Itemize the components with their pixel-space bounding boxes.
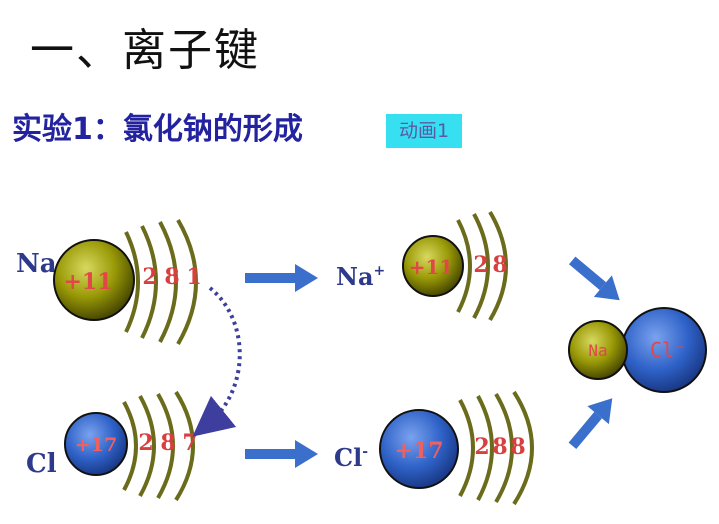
cl-atom-shell-4 [174, 390, 195, 502]
na-ion-shell-1 [456, 219, 472, 313]
animation-button[interactable]: 动画1 [386, 114, 462, 148]
na-atom-shell-2 [140, 225, 158, 339]
cl-ion-symbol: Cl- [334, 443, 368, 472]
na-ion-symbol: Na+ [336, 262, 385, 291]
arrow-to-na-ion [245, 264, 318, 292]
cl-atom-shell-1 [122, 401, 138, 491]
cl-atom-nucleus-charge: +17 [75, 434, 117, 456]
cl-ion-shell-4 [512, 390, 534, 506]
na-atom-shell-4 [176, 218, 198, 346]
product-cl-label: Cl⁻ [650, 338, 686, 362]
na-ion-shell-3 [488, 210, 508, 322]
product-na-ion [568, 320, 628, 380]
page-title: 一、离子键 [30, 25, 260, 76]
cl-atom-shell-3 [156, 393, 175, 499]
na-ion-shell-2 [472, 213, 490, 319]
experiment-title: 实验1：氯化钠的形成 [12, 112, 303, 147]
na-ion-electron-1: 2 [473, 252, 488, 278]
cl-ion-nucleus-charge: +17 [394, 438, 443, 464]
cl-atom-electron-3: 7 [182, 430, 197, 456]
na-ion-nucleus [402, 235, 464, 297]
cl-atom-symbol: Cl [26, 449, 57, 479]
cl-atom-nucleus [64, 412, 128, 476]
cl-ion-electron-2: 8 [492, 434, 507, 460]
arrow-na-to-product [568, 256, 620, 301]
electron-transfer-arrow [192, 286, 242, 437]
cl-ion-shell-3 [494, 392, 514, 504]
na-atom-symbol: Na [16, 249, 57, 279]
na-atom-electron-2: 8 [164, 264, 179, 290]
na-atom-electron-3: 1 [186, 264, 201, 290]
cl-ion-nucleus [379, 409, 459, 489]
product-na-label: Na [588, 341, 607, 360]
cl-ion-electron-1: 2 [474, 434, 489, 460]
arrow-cl-to-product [568, 398, 613, 450]
cl-atom-shell-2 [138, 395, 156, 497]
cl-ion-shell-1 [458, 399, 475, 497]
cl-ion-shell-2 [476, 395, 494, 501]
arrow-to-cl-ion [245, 440, 318, 468]
na-atom-electron-1: 2 [142, 264, 157, 290]
na-atom-shell-3 [158, 221, 178, 343]
na-atom-shell-1 [124, 231, 140, 333]
cl-atom-electron-1: 2 [138, 430, 153, 456]
cl-ion-electron-3: 8 [510, 434, 525, 460]
na-ion-electron-2: 8 [492, 252, 507, 278]
cl-atom-electron-2: 8 [160, 430, 175, 456]
na-atom-nucleus [53, 239, 135, 321]
na-ion-nucleus-charge: +11 [409, 255, 454, 279]
na-atom-nucleus-charge: +11 [63, 269, 112, 295]
